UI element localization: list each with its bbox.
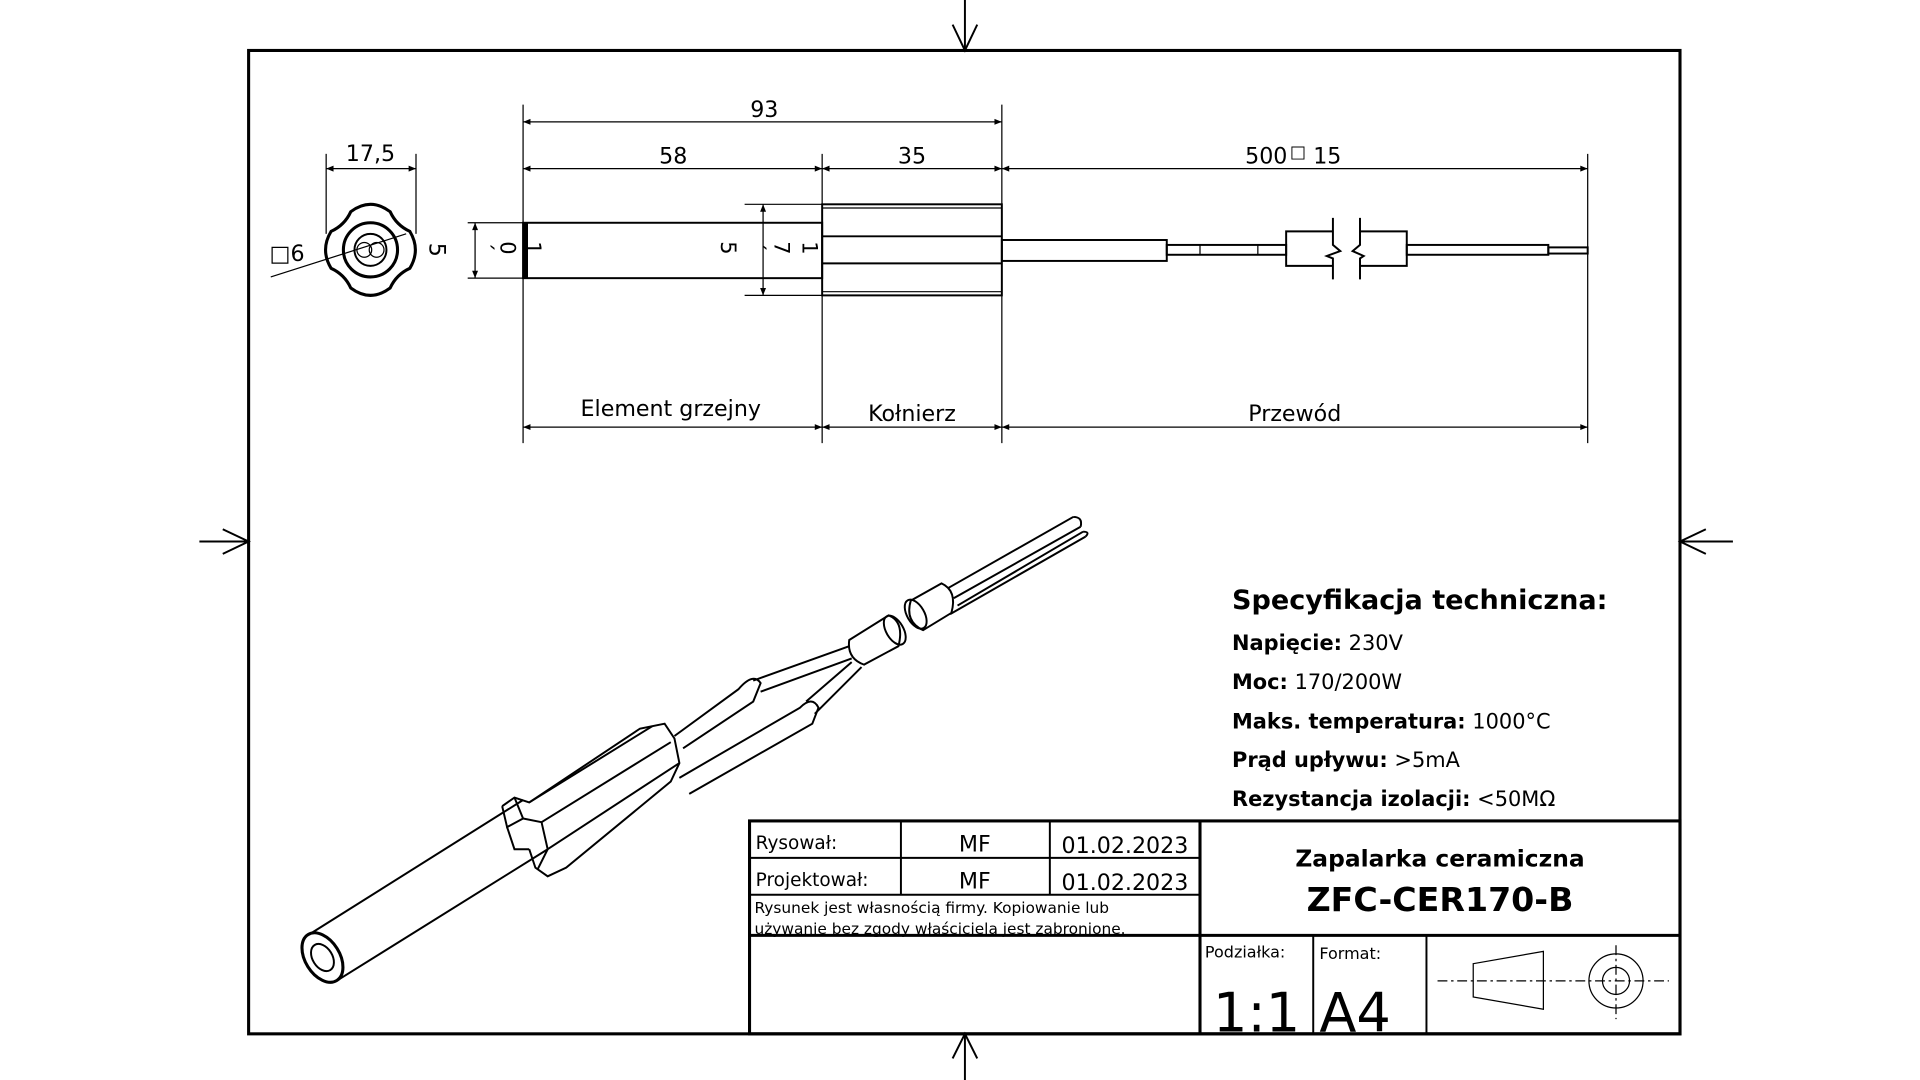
spec-value: 1000°C — [1472, 710, 1550, 734]
drawn-date: 01.02.2023 — [1062, 833, 1189, 859]
designed-by: MF — [959, 869, 991, 895]
drawn-by: MF — [959, 832, 991, 858]
spec-value: 170/200W — [1295, 670, 1403, 694]
spec-value: <50MΩ — [1477, 787, 1555, 811]
dim-element: 58 — [659, 144, 687, 170]
ownership-notice-2: używanie bez zgody właściciela jest zabr… — [754, 920, 1125, 938]
part-name: Zapalarka ceramiczna — [1295, 844, 1584, 872]
dim-wire: 500 □ 15 — [1245, 143, 1341, 170]
dim-overall: 93 — [750, 97, 778, 123]
dim-collar: 35 — [898, 144, 926, 170]
end-view: 17,5 □6 5 — [270, 141, 450, 297]
format-label: Format: — [1319, 944, 1381, 963]
dim-end-width: 17,5 — [346, 141, 395, 167]
spec-row: Maks. temperatura: 1000°C — [1232, 710, 1551, 734]
spec-value: 230V — [1349, 631, 1404, 655]
part-number: ZFC-CER170-B — [1307, 880, 1574, 919]
spec-title: Specyfikacja techniczna: — [1232, 585, 1608, 616]
title-block: Rysował: MF 01.02.2023 Projektował: MF 0… — [748, 819, 1682, 1044]
spec-label: Moc: — [1232, 670, 1288, 694]
dim-wire-length: 500 — [1245, 144, 1287, 170]
dim-collar-diameter: 5´71 — [716, 241, 821, 269]
side-view: 93 58 35 500 □ 15 ´01 5´71 Element grzej… — [467, 97, 1589, 444]
dim-end-side: 5 — [424, 243, 450, 257]
spec-row: Napięcie: 230V — [1232, 631, 1404, 655]
designed-label: Projektował: — [756, 870, 869, 891]
label-wire: Przewód — [1248, 401, 1341, 427]
spec-label: Maks. temperatura: — [1232, 710, 1466, 734]
dim-wire-tolerance-symbol: □ — [1290, 143, 1306, 163]
label-element: Element grzejny — [581, 396, 761, 422]
spec-row: Rezystancja izolacji: <50MΩ — [1232, 787, 1555, 811]
scale-value: 1:1 — [1213, 981, 1300, 1044]
spec-panel: Specyfikacja techniczna: Napięcie: 230V … — [1232, 585, 1608, 811]
dim-wire-tolerance: 15 — [1313, 144, 1341, 170]
centering-marks — [199, 0, 1733, 1080]
spec-label: Rezystancja izolacji: — [1232, 787, 1471, 811]
dim-element-diameter: ´01 — [473, 241, 545, 267]
isometric-view — [300, 515, 1089, 984]
spec-row: Moc: 170/200W — [1232, 670, 1402, 694]
spec-row: Prąd upływu: >5mA — [1232, 748, 1461, 772]
spec-value: >5mA — [1394, 748, 1460, 772]
format-value: A4 — [1319, 981, 1390, 1044]
drawn-label: Rysował: — [756, 833, 838, 854]
label-collar: Kołnierz — [868, 401, 956, 427]
scale-label: Podziałka: — [1205, 943, 1285, 962]
projection-symbol-icon — [1437, 945, 1669, 1020]
dim-end-hole: □6 — [270, 241, 305, 267]
ownership-notice-1: Rysunek jest własnością firmy. Kopiowani… — [754, 899, 1109, 917]
spec-label: Napięcie: — [1232, 631, 1342, 655]
designed-date: 01.02.2023 — [1062, 870, 1189, 896]
spec-label: Prąd upływu: — [1232, 748, 1388, 772]
